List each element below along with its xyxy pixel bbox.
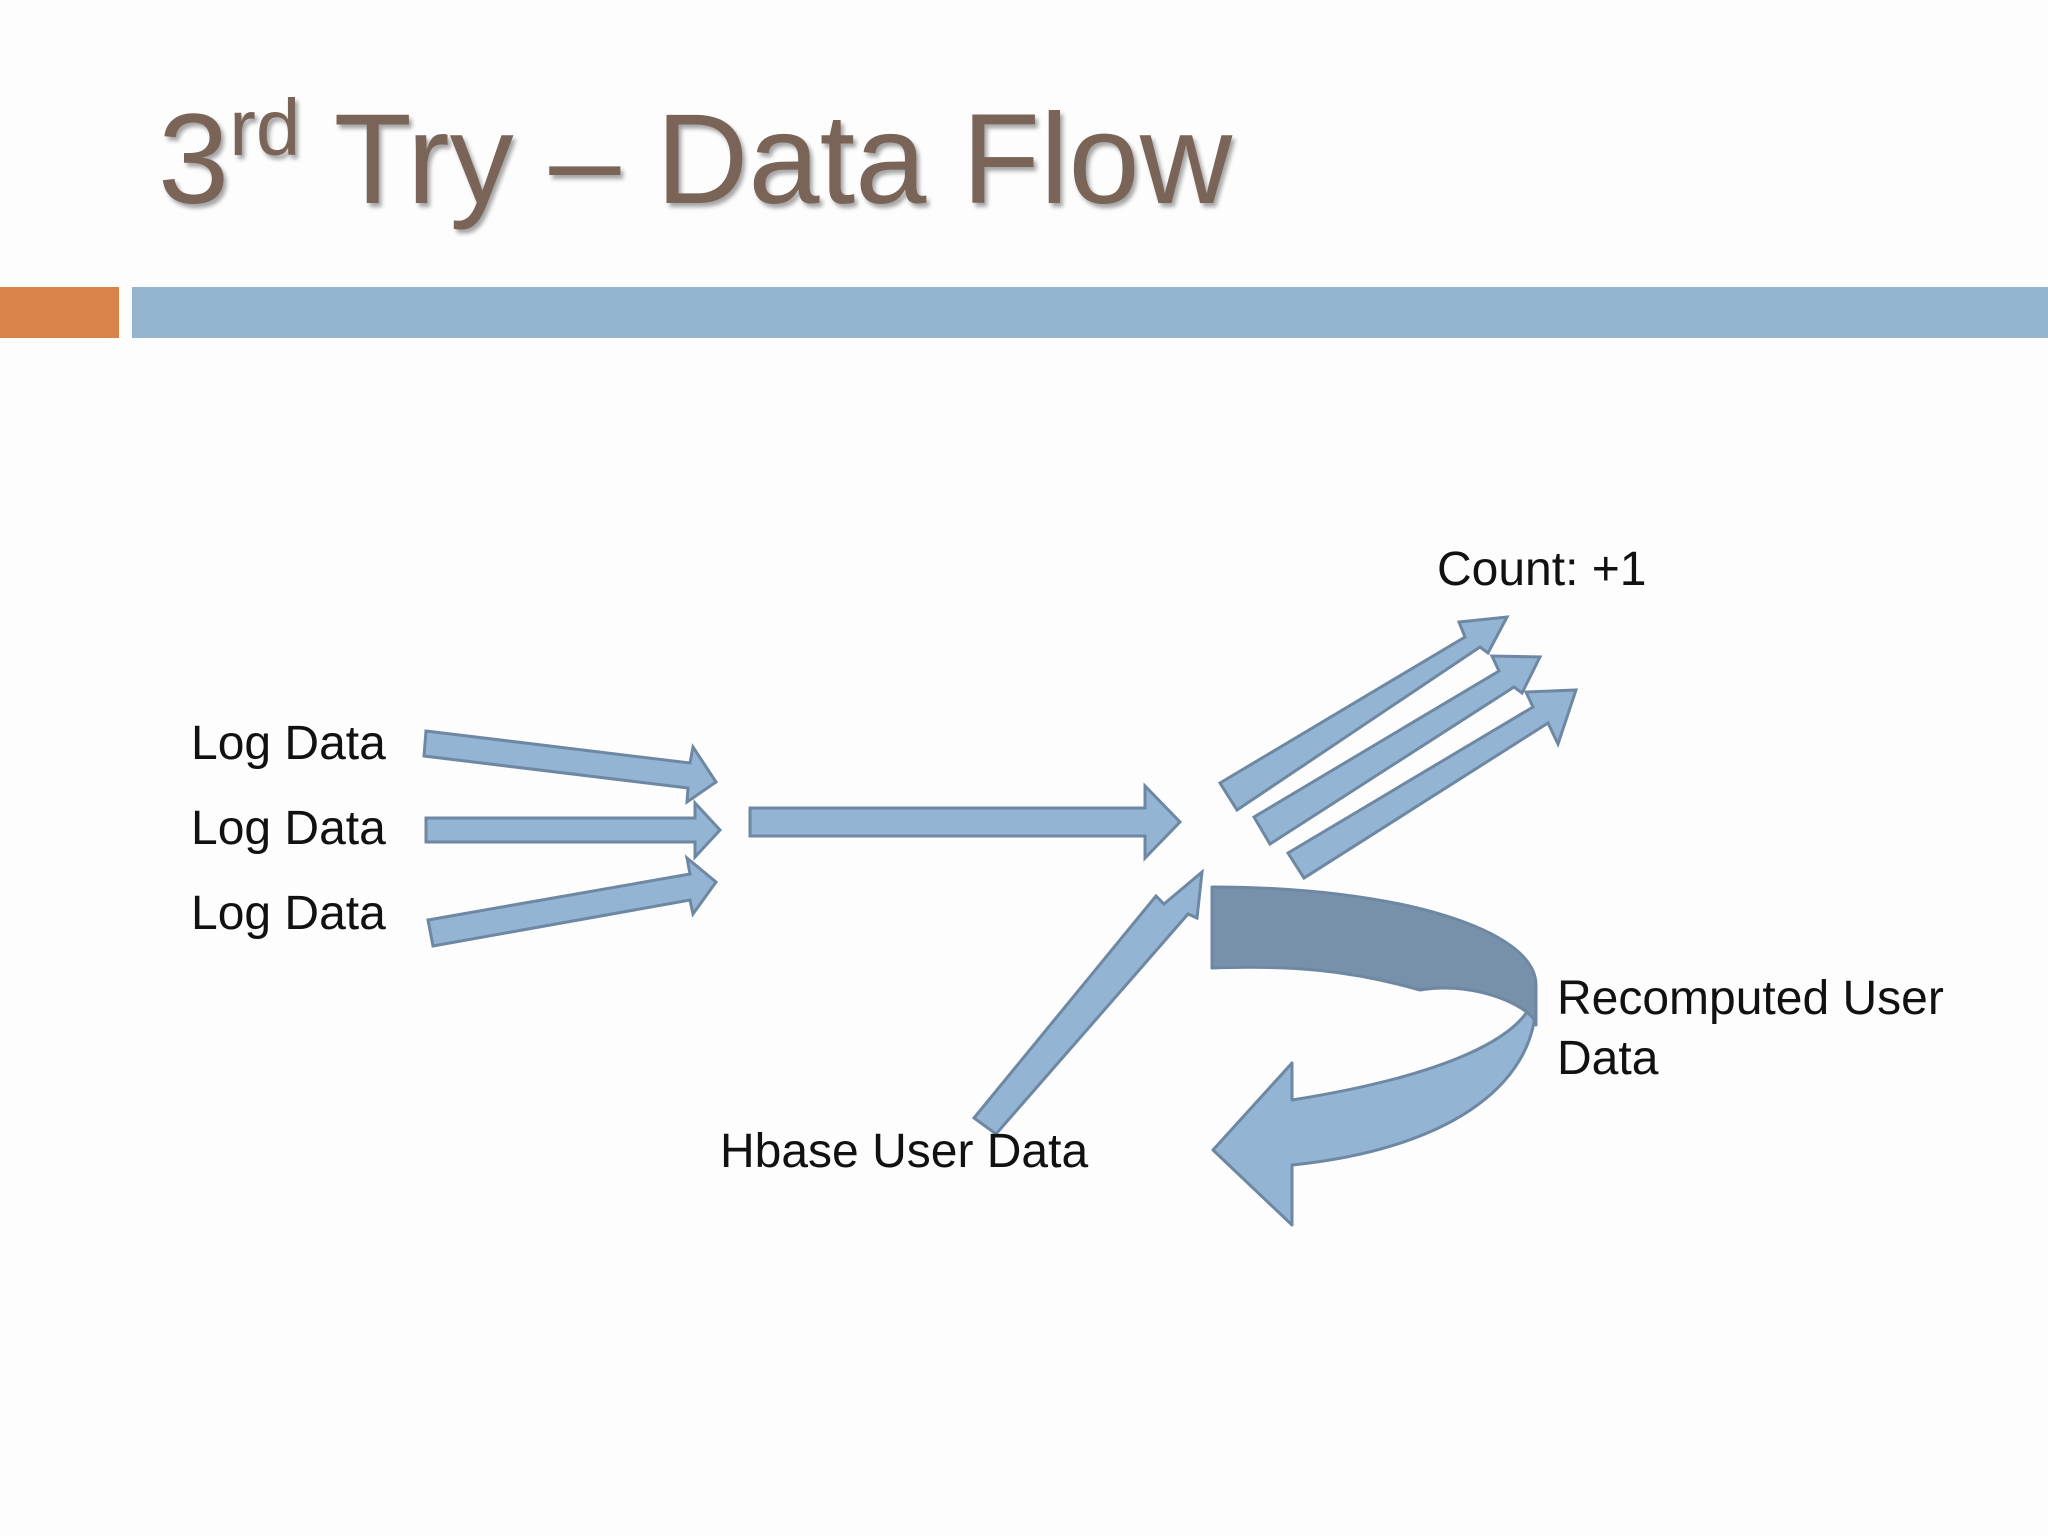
- title-superscript: rd: [229, 83, 301, 172]
- recompute-loop-arrow-back: [1211, 983, 1538, 1227]
- log-data-label-3: Log Data: [191, 887, 386, 940]
- merged-data-arrow: [748, 782, 1183, 862]
- title-number: 3: [158, 88, 230, 231]
- accent-bar-orange: [0, 287, 119, 338]
- log-data-arrow-1: [422, 729, 719, 806]
- count-arrow-2: [1251, 654, 1543, 847]
- recomputed-label-line-2: Data: [1557, 1032, 1659, 1085]
- recompute-loop-arrow-top: [1210, 885, 1538, 1027]
- recomputed-user-data-label: Recomputed User Data: [1557, 969, 1944, 1089]
- hbase-user-data-label: Hbase User Data: [720, 1125, 1089, 1178]
- recomputed-label-line-1: Recomputed User: [1557, 972, 1944, 1025]
- count-arrow-3: [1285, 688, 1579, 881]
- count-label: Count: +1: [1437, 543, 1647, 596]
- log-data-label-1: Log Data: [191, 717, 386, 770]
- slide-title: 3rd Try – Data Flow: [158, 88, 1232, 224]
- accent-bar-blue: [132, 287, 2048, 338]
- log-data-arrow-3: [426, 854, 719, 948]
- log-data-arrow-2: [424, 799, 723, 861]
- log-data-label-2: Log Data: [191, 802, 386, 855]
- title-text: Try – Data Flow: [300, 88, 1233, 231]
- count-arrow-1: [1217, 615, 1510, 813]
- hbase-input-arrow: [971, 868, 1204, 1137]
